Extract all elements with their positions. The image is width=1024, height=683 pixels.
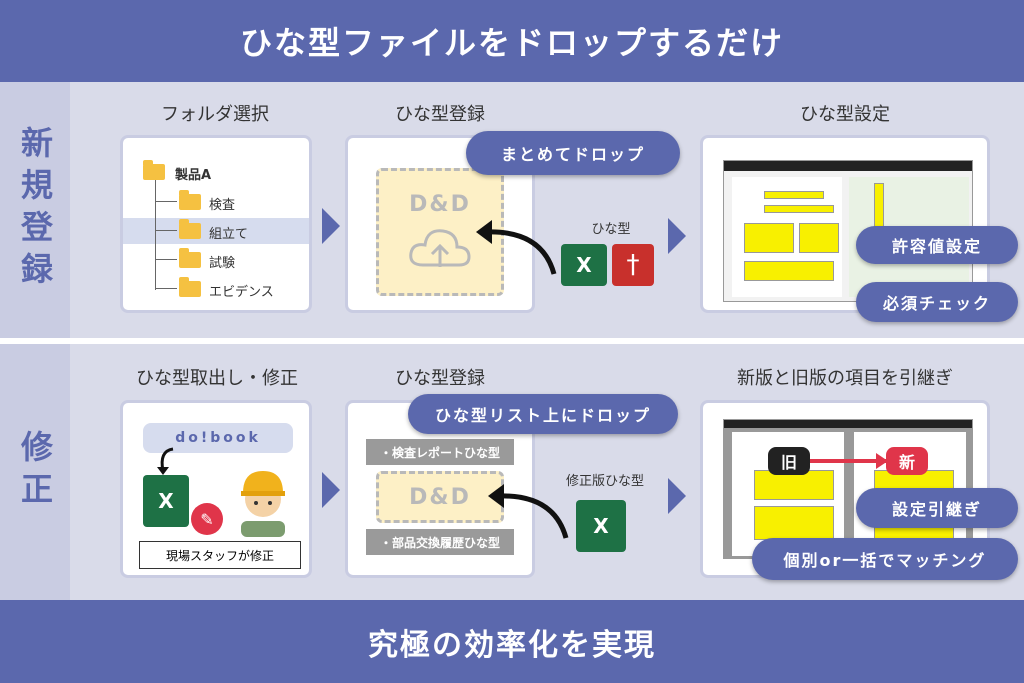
worker-icon: [241, 471, 285, 537]
col-title-template-settings: ひな型設定: [800, 104, 890, 125]
excel-icon: X: [143, 475, 189, 527]
pill-drop-all: まとめてドロップ: [466, 131, 680, 175]
row-label-edit: 修正: [0, 344, 70, 600]
pill-settings-carry: 設定引継ぎ: [856, 488, 1018, 528]
curved-arrow-icon: [488, 484, 569, 539]
arrow-right-icon: [322, 472, 340, 508]
tree-line: [155, 178, 156, 290]
col-title-template-register: ひな型登録: [395, 104, 485, 125]
col-title-template-register-2: ひな型登録: [395, 368, 485, 389]
row-label-new: 新規登録: [0, 82, 70, 338]
arrow-right-icon: [668, 478, 686, 514]
excel-icon: X: [576, 500, 626, 552]
selected-folder-highlight: [123, 218, 309, 244]
col-title-carry-over: 新版と旧版の項目を引継ぎ: [737, 368, 953, 389]
pdf-icon: †: [612, 244, 654, 286]
tree-item-product[interactable]: 製品A: [175, 168, 212, 183]
col-title-folder-select: フォルダ選択: [161, 104, 269, 125]
excel-icon: X: [561, 244, 607, 286]
curved-arrow-icon: [476, 220, 557, 275]
pill-required-check: 必須チェック: [856, 282, 1018, 322]
template-label: ひな型: [591, 222, 631, 237]
tag-parts-template: ・部品交換履歴ひな型: [366, 529, 514, 555]
row-divider: [0, 338, 1024, 344]
settings-screen-card: [700, 135, 990, 313]
mapping-arrow-icon: [876, 453, 888, 469]
extract-edit-card: do!book X ✎ 現場スタッフが修正: [120, 400, 312, 578]
tree-item-assembly[interactable]: 組立て: [209, 227, 249, 242]
folder-icon: [179, 219, 201, 239]
dnd-label: D&D: [409, 191, 471, 217]
col-title-extract-edit: ひな型取出し・修正: [136, 368, 298, 389]
folder-icon: [143, 160, 165, 180]
header-banner: ひな型ファイルをドロップするだけ: [0, 0, 1024, 82]
tree-item-evidence[interactable]: エビデンス: [209, 285, 274, 300]
old-version-badge: 旧: [768, 447, 810, 475]
pill-tolerance-settings: 許容値設定: [856, 226, 1018, 264]
folder-icon: [179, 248, 201, 268]
arrow-right-icon: [668, 218, 686, 254]
pill-matching: 個別or一括でマッチング: [752, 538, 1018, 580]
pill-drop-on-list: ひな型リスト上にドロップ: [408, 394, 678, 434]
revised-template-label: 修正版ひな型: [565, 474, 644, 489]
mapping-line: [810, 459, 888, 463]
new-version-badge: 新: [886, 447, 928, 475]
pencil-icon: ✎: [191, 503, 223, 535]
footer-banner: 究極の効率化を実現: [0, 600, 1024, 683]
cloud-upload-icon: [409, 228, 471, 267]
folder-tree-card: 製品A 検査 組立て 試験 エビデンス: [120, 135, 312, 313]
dnd-card-new: D&D: [345, 135, 535, 313]
down-arrow-icon: [157, 447, 174, 475]
dobook-badge: do!book: [143, 423, 293, 453]
tag-inspection-template: ・検査レポートひな型: [366, 439, 514, 465]
dnd-label: D&D: [409, 484, 471, 510]
staff-caption: 現場スタッフが修正: [139, 541, 301, 569]
settings-screenshot: [723, 160, 973, 302]
folder-icon: [179, 277, 201, 297]
tree-item-test[interactable]: 試験: [209, 256, 236, 271]
folder-icon: [179, 190, 201, 210]
tree-item-inspection[interactable]: 検査: [209, 198, 236, 213]
arrow-right-icon: [322, 208, 340, 244]
